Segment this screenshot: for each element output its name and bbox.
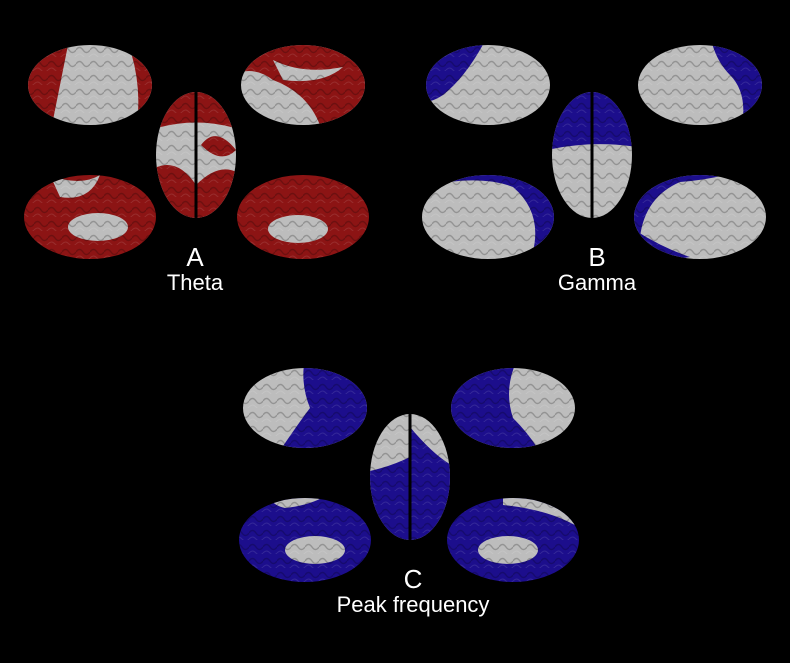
panel-a-surfaces [24, 45, 369, 259]
panel-a-lateral-left [28, 45, 152, 125]
panel-b-medial-left [422, 175, 554, 259]
panel-c-lateral-left [243, 368, 367, 448]
panel-a-top-view [156, 92, 236, 218]
panel-c-medial-left [239, 498, 371, 582]
panel-b-lateral-right [638, 45, 762, 125]
panel-b-surfaces [422, 45, 766, 259]
panel-c-medial-right [447, 498, 579, 582]
panel-a-title: Theta [166, 270, 224, 296]
panel-b-lateral-left [426, 45, 550, 125]
panel-a-label: A Theta [130, 242, 260, 296]
panel-b-medial-right [634, 175, 766, 259]
panel-c-surfaces [239, 368, 579, 582]
panel-c-label: C Peak frequency [298, 564, 528, 618]
panel-a-lateral-right [241, 45, 365, 125]
panel-c-title: Peak frequency [336, 592, 490, 618]
panel-a-medial-left [24, 175, 156, 259]
panel-c-top-view [370, 414, 450, 540]
panel-b-top-view [552, 92, 632, 218]
panel-c-lateral-right [451, 368, 575, 448]
panel-a-letter: A [186, 242, 204, 272]
panel-b-title: Gamma [557, 270, 637, 296]
panel-b-label: B Gamma [527, 242, 667, 296]
panel-a-medial-right [237, 175, 369, 259]
panel-c-letter: C [403, 564, 423, 594]
panel-b-letter: B [588, 242, 606, 272]
